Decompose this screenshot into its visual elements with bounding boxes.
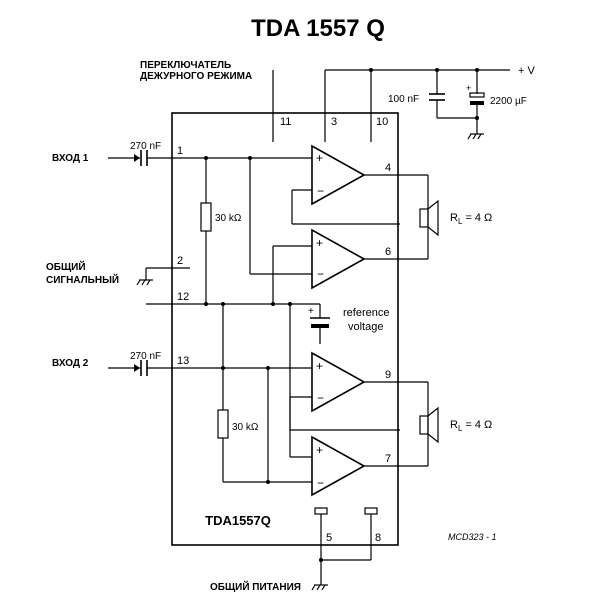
reference-line2: voltage [348, 321, 383, 333]
diagram-title: TDA 1557 Q [251, 15, 385, 42]
svg-text:+: + [316, 359, 323, 373]
pin-2-number: 2 [177, 255, 183, 267]
res1-label: 30 kΩ [215, 213, 242, 224]
pin-13-number: 13 [177, 355, 189, 367]
signal-ground-line1: ОБЩИЙ [46, 260, 86, 273]
cap-in2-label: 270 nF [130, 351, 161, 362]
supply-label: + V [518, 65, 535, 77]
opamp-1b: + − [249, 158, 366, 290]
svg-text:+: + [316, 443, 323, 457]
svg-text:+: + [466, 83, 471, 93]
power-ground-pins [314, 507, 378, 585]
opamp-2a: + − [290, 351, 366, 413]
speaker-icon [419, 406, 439, 444]
reference-plus: + [308, 306, 314, 317]
input2-wiring [108, 360, 312, 376]
pin-4-number: 4 [385, 162, 391, 174]
res2-label: 30 kΩ [232, 422, 259, 433]
speaker-icon [419, 199, 439, 237]
cap-2200-label: 2200 µF [490, 96, 527, 107]
svg-text:+: + [316, 236, 323, 250]
pin-10-number: 10 [376, 116, 388, 128]
pin-8-number: 8 [375, 532, 381, 544]
output-2-wiring [289, 381, 429, 467]
power-ground-label: ОБЩИЙ ПИТАНИЯ [210, 580, 301, 593]
input1-wiring [108, 150, 312, 166]
svg-text:−: − [317, 184, 324, 198]
cap-in1-label: 270 nF [130, 141, 161, 152]
svg-text:−: − [317, 391, 324, 405]
ground-icon [467, 133, 484, 140]
signal-ground-line2: СИГНАЛЬНЫЙ [46, 273, 119, 286]
opamp-1a: + − [291, 144, 366, 224]
pin-6-number: 6 [385, 246, 391, 258]
standby-label-line1: ПЕРЕКЛЮЧАТЕЛЬ [140, 60, 231, 71]
pin-9-number: 9 [385, 369, 391, 381]
pin-5-number: 5 [326, 532, 332, 544]
chip-label: TDA1557Q [205, 513, 271, 528]
svg-text:−: − [317, 476, 324, 490]
resistor-30k-1 [200, 158, 212, 304]
svg-text:+: + [316, 151, 323, 165]
load1-symbol: RL= 4 Ω [450, 212, 492, 226]
pin-11-number: 11 [280, 116, 291, 128]
capacitor-2200uf: + [466, 70, 485, 134]
pin-2-lead [145, 267, 190, 280]
standby-label-line2: ДЕЖУРНОГО РЕЖИМА [140, 71, 252, 82]
opamp-2b: + − [290, 435, 366, 497]
reference-bus [146, 246, 330, 457]
supply-rail [324, 68, 510, 142]
ic-body [171, 112, 399, 546]
pin-7-number: 7 [385, 453, 391, 465]
input2-label: ВХОД 2 [52, 358, 89, 369]
cap-100-label: 100 nF [388, 94, 419, 105]
pin-1-number: 1 [177, 145, 183, 157]
reference-line1: reference [343, 307, 389, 319]
pin-3-number: 3 [331, 116, 337, 128]
pin-12-number: 12 [177, 291, 189, 303]
resistor-30k-2 [217, 368, 312, 484]
capacitor-100nf [429, 70, 477, 119]
input1-label: ВХОД 1 [52, 153, 89, 164]
ground-icon [136, 279, 153, 286]
load2-symbol: RL= 4 Ω [450, 419, 492, 433]
output-1-wiring [292, 174, 429, 260]
svg-text:−: − [317, 267, 324, 281]
drawing-code: MCD323 - 1 [448, 532, 497, 542]
ground-icon [311, 584, 328, 591]
